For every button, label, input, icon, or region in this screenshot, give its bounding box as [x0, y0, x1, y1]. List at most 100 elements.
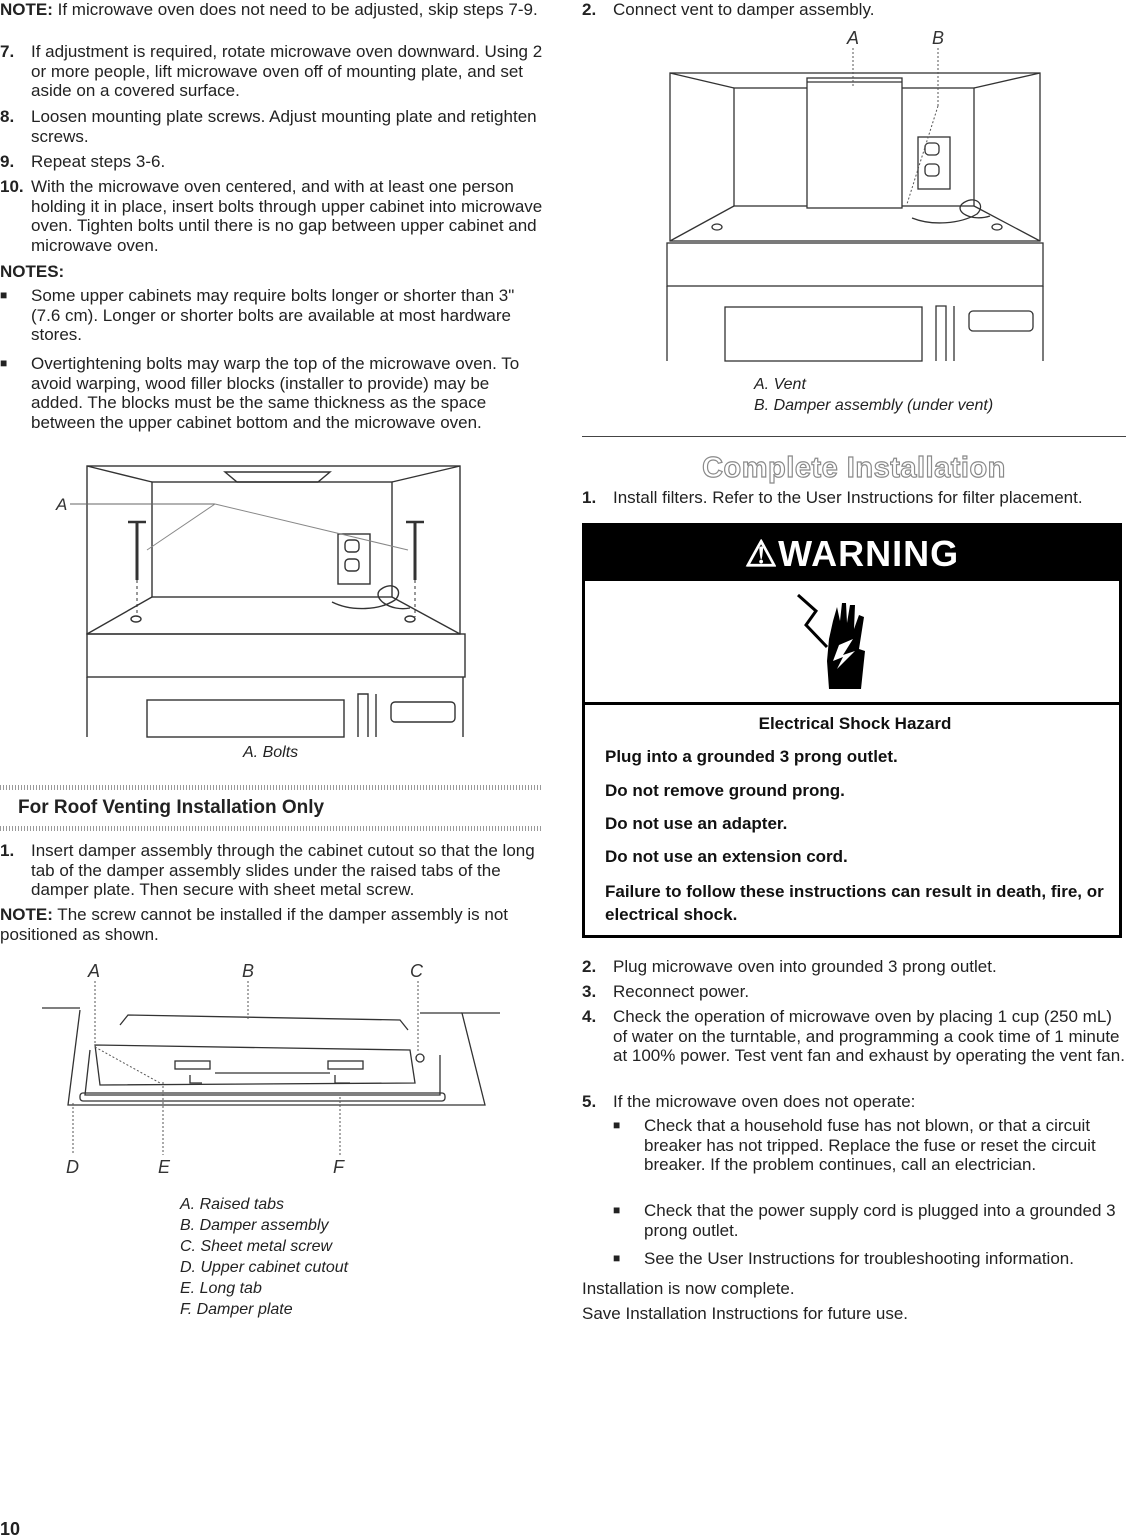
connect-vent-step: 2. Connect vent to damper assembly. [582, 0, 1126, 20]
figure-caption: B. Damper assembly (under vent) [754, 397, 994, 414]
callout-label: A [55, 495, 67, 514]
step-text: If adjustment is required, rotate microw… [31, 42, 543, 100]
notes-heading: NOTES: [0, 262, 65, 281]
step-text: Install filters. Refer to the User Instr… [613, 488, 1083, 507]
bullet-text: Check that the power supply cord is plug… [644, 1201, 1116, 1240]
step-text: Repeat steps 3-6. [31, 152, 166, 171]
step-text: Check the operation of microwave oven by… [613, 1007, 1125, 1065]
electric-shock-icon [797, 593, 865, 689]
step-number: 1. [582, 488, 597, 507]
bullet-text: See the User Instructions for troublesho… [644, 1249, 1074, 1268]
step-number: 10. [0, 177, 24, 196]
warning-header: ⚠WARNING [585, 526, 1119, 581]
step-text: Insert damper assembly through the cabin… [31, 841, 535, 899]
warning-line: Failure to follow these instructions can… [605, 882, 1104, 924]
warning-box: ⚠WARNING Electrical Shock Hazard Plug in… [582, 523, 1122, 938]
callout-label-b: B [242, 961, 254, 981]
warning-line: Plug into a grounded 3 prong outlet. [605, 747, 898, 766]
step-number: 4. [582, 1007, 597, 1026]
note-paragraph: NOTE: If microwave oven does not need to… [0, 0, 545, 20]
bullet-square: ■ [613, 1118, 621, 1132]
figure-caption: A. Raised tabs [180, 1196, 285, 1213]
note-bullet: ■ Some upper cabinets may require bolts … [0, 286, 545, 345]
closing-line: Save Installation Instructions for futur… [582, 1304, 909, 1323]
callout-label-e: E [158, 1157, 171, 1177]
damper-captions: A. Raised tabs B. Damper assembly C. She… [180, 1194, 348, 1320]
callout-label-a: A [87, 961, 100, 981]
step-text: With the microwave oven centered, and wi… [31, 177, 543, 255]
vent-figure: A B [582, 26, 1126, 371]
vent-illustration: A B [666, 28, 1044, 362]
step-number: 8. [0, 107, 15, 126]
warning-line: Do not use an adapter. [605, 814, 788, 833]
install-filters-step: 1. Install filters. Refer to the User In… [582, 488, 1126, 508]
shock-icon-area [585, 581, 1119, 702]
bolts-figure: A [0, 462, 545, 742]
right-column: 2. Connect vent to damper assembly. [582, 0, 1126, 1537]
figure-caption: A. Vent [754, 376, 806, 393]
figure-caption: C. Sheet metal screw [180, 1238, 333, 1255]
callout-label-a: A [846, 28, 859, 48]
step-text: Loosen mounting plate screws. Adjust mou… [31, 107, 537, 146]
step-number: 9. [0, 152, 15, 171]
check-bullet: ■ See the User Instructions for troubles… [613, 1249, 1126, 1269]
figure-caption: B. Damper assembly [180, 1217, 329, 1234]
step-4: 4. Check the operation of microwave oven… [582, 1007, 1126, 1066]
step-2: 2. Plug microwave oven into grounded 3 p… [582, 957, 1126, 977]
step-5: 5. If the microwave oven does not operat… [582, 1092, 1126, 1112]
closing-line: Installation is now complete. [582, 1279, 795, 1298]
step-3: 3. Reconnect power. [582, 982, 1126, 1002]
step-text: Connect vent to damper assembly. [613, 0, 875, 19]
warning-line: Do not use an extension cord. [605, 847, 848, 866]
note-text: Some upper cabinets may require bolts lo… [31, 286, 515, 344]
step-number: 1. [0, 841, 15, 860]
step-7: 7. If adjustment is required, rotate mic… [0, 42, 545, 101]
check-bullet: ■ Check that the power supply cord is pl… [613, 1201, 1126, 1240]
bullet-square: ■ [613, 1251, 621, 1265]
callout-label-f: F [333, 1157, 345, 1177]
check-bullet: ■ Check that a household fuse has not bl… [613, 1116, 1126, 1175]
note-text: If microwave oven does not need to be ad… [52, 0, 538, 19]
note-text: Overtightening bolts may warp the top of… [31, 354, 520, 432]
page-number: 10 [0, 1519, 21, 1539]
figure-caption: F. Damper plate [180, 1301, 293, 1318]
note-label: NOTE: [0, 905, 53, 924]
figure-caption: D. Upper cabinet cutout [180, 1259, 349, 1276]
figure-caption: A. Bolts [243, 744, 299, 761]
damper-figure: A B C D E F [0, 955, 545, 1185]
callout-label-d: D [66, 1157, 79, 1177]
note-bullet: ■ Overtightening bolts may warp the top … [0, 354, 545, 432]
step-8: 8. Loosen mounting plate screws. Adjust … [0, 107, 545, 146]
section-rule [582, 436, 1126, 437]
bolts-illustration: A [55, 465, 466, 738]
hazard-title: Electrical Shock Hazard [758, 714, 952, 733]
bullet-square: ■ [613, 1203, 621, 1217]
step-10: 10. With the microwave oven centered, an… [0, 177, 545, 255]
step-text: Plug microwave oven into grounded 3 pron… [613, 957, 997, 976]
section-heading: For Roof Venting Installation Only [18, 797, 325, 818]
step-number: 2. [582, 0, 597, 19]
vent-captions: A. Vent B. Damper assembly (under vent) [754, 374, 993, 416]
section-divider [0, 826, 543, 831]
figure-caption: E. Long tab [180, 1280, 262, 1297]
step-number: 7. [0, 42, 15, 61]
step-number: 3. [582, 982, 597, 1001]
roof-note: NOTE: The screw cannot be installed if t… [0, 905, 545, 944]
bullet-square: ■ [0, 356, 8, 370]
callout-label-b: B [932, 28, 944, 48]
note-text: The screw cannot be installed if the dam… [0, 905, 509, 944]
callout-label-c: C [410, 961, 424, 981]
warning-divider [585, 702, 1119, 705]
bullet-square: ■ [0, 288, 8, 302]
step-number: 5. [582, 1092, 597, 1111]
roof-step-1: 1. Insert damper assembly through the ca… [0, 841, 545, 900]
bullet-text: Check that a household fuse has not blow… [644, 1116, 1096, 1174]
step-text: If the microwave oven does not operate: [613, 1092, 916, 1111]
step-9: 9. Repeat steps 3-6. [0, 152, 545, 172]
step-number: 2. [582, 957, 597, 976]
note-label: NOTE: [0, 0, 53, 19]
warning-line: Do not remove ground prong. [605, 781, 845, 800]
section-heading: Complete Installation [702, 451, 1006, 484]
step-text: Reconnect power. [613, 982, 750, 1001]
damper-illustration: A B C D E F [42, 961, 500, 1177]
